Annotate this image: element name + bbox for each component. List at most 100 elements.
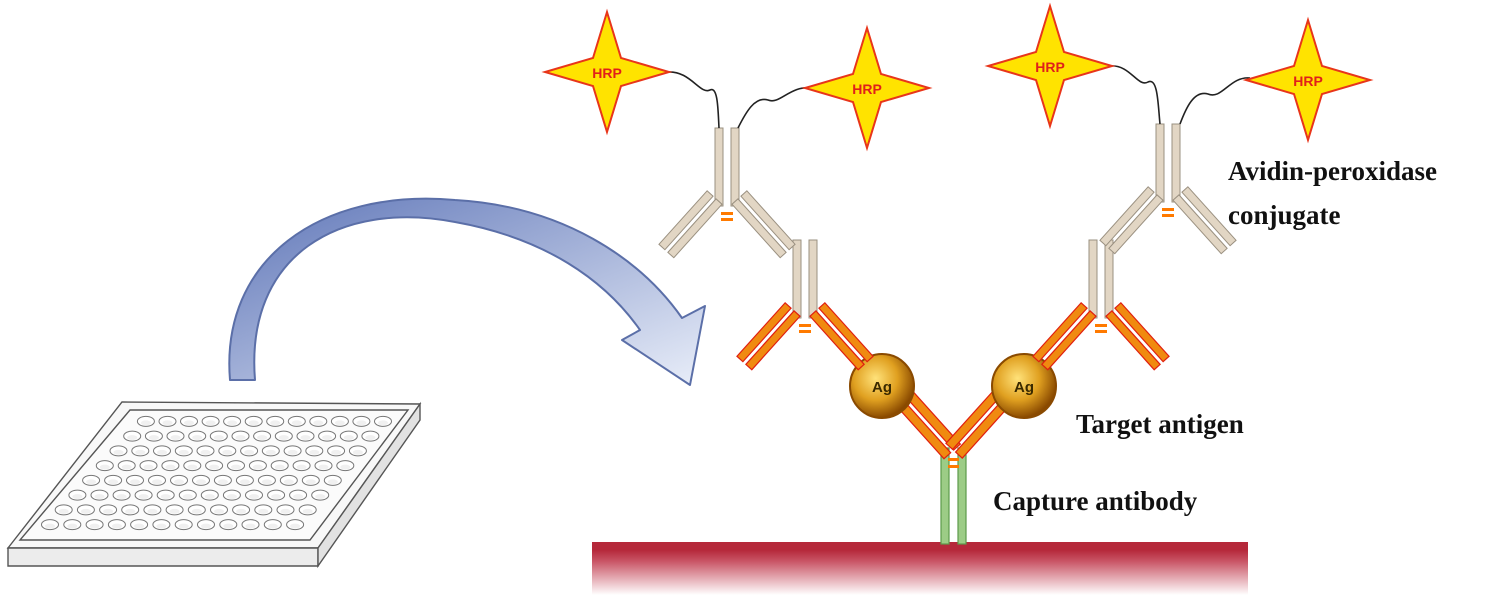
plate-well-shadow — [231, 464, 241, 470]
plate-well-shadow — [322, 435, 333, 441]
plate-well-shadow — [108, 479, 119, 485]
hrp-enzyme-2: HRP — [804, 27, 930, 149]
plate-well-shadow — [235, 435, 246, 441]
plate-well-shadow — [152, 479, 162, 485]
plate-well-shadow — [352, 449, 363, 455]
plate-well-shadow — [343, 435, 354, 441]
microplate-icon — [6, 401, 422, 569]
plate-well-shadow — [140, 420, 151, 426]
label-capture-antibody: Capture antibody — [993, 486, 1198, 516]
plate-well-shadow — [196, 479, 206, 485]
plate-well-shadow — [222, 449, 233, 455]
plate-well-shadow — [113, 449, 124, 455]
plate-well-shadow — [223, 523, 234, 529]
plate-well-shadow — [293, 494, 304, 500]
plate-well-shadow — [134, 523, 145, 529]
hrp-label: HRP — [1035, 59, 1065, 75]
plate-well-shadow — [315, 494, 326, 500]
plate-well-shadow — [192, 435, 203, 441]
plate-well-shadow — [162, 420, 173, 426]
plate-well-shadow — [45, 523, 55, 529]
label-conjugate: conjugate — [1228, 200, 1340, 230]
plate-well-shadow — [248, 420, 259, 426]
hrp-enzyme-3: HRP — [987, 5, 1113, 127]
hrp-enzyme-4: HRP — [1245, 19, 1371, 141]
plate-well-shadow — [327, 479, 338, 485]
plate-well-shadow — [116, 494, 127, 500]
detection-antibody-right — [1032, 239, 1170, 371]
plate-well-shadow — [187, 464, 198, 470]
plate-well-shadow — [252, 464, 263, 470]
hrp-label: HRP — [852, 81, 882, 97]
plate-well-shadow — [287, 449, 298, 455]
plate-well-shadow — [170, 435, 181, 441]
plate-well-shadow — [356, 420, 367, 426]
plate-well-shadow — [334, 420, 345, 426]
plate-well-shadow — [174, 479, 184, 485]
plate-well-shadow — [365, 435, 376, 441]
hrp-label: HRP — [592, 65, 622, 81]
plate-well-shadow — [127, 435, 138, 441]
label-target-antigen: Target antigen — [1076, 409, 1244, 439]
plate-well-shadow — [331, 449, 342, 455]
plate-well-shadow — [182, 494, 193, 500]
plate-well-shadow — [209, 464, 220, 470]
hrp-linkers — [666, 65, 1251, 129]
label-avidin-peroxidase: Avidin-peroxidase — [1228, 156, 1437, 186]
antigen-left: Ag — [849, 353, 915, 419]
hrp-label: HRP — [1293, 73, 1323, 89]
plate-well-shadow — [318, 464, 329, 470]
plate-well-shadow — [305, 479, 316, 485]
plate-well-shadow — [378, 420, 388, 426]
plate-well-shadow — [296, 464, 307, 470]
conjugate-antibody-left — [658, 127, 796, 259]
plate-well-shadow — [135, 449, 146, 455]
plate-well-shadow — [226, 494, 237, 500]
plate-well-shadow — [67, 523, 78, 529]
plate-well-shadow — [80, 508, 91, 514]
plate-well-shadow — [191, 508, 202, 514]
plate-well-shadow — [265, 449, 276, 455]
plate-well-shadow — [165, 464, 176, 470]
plate-well-shadow — [302, 508, 313, 514]
plate-well-shadow — [290, 523, 301, 529]
plate-well-shadow — [217, 479, 228, 485]
plate-well-shadow — [205, 420, 216, 426]
plate-well-shadow — [291, 420, 302, 426]
plate-well-shadow — [130, 479, 140, 485]
plate-well-shadow — [125, 508, 136, 514]
plate-well-shadow — [214, 508, 224, 514]
plate-well-shadow — [227, 420, 238, 426]
plate-well-shadow — [103, 508, 114, 514]
plate-well-shadow — [72, 494, 83, 500]
detection-antibody-left — [736, 239, 874, 371]
plate-well-shadow — [249, 494, 259, 500]
plate-well-shadow — [313, 420, 324, 426]
plate-well-shadow — [270, 420, 281, 426]
plate-well-shadow — [283, 479, 294, 485]
plate-well-shadow — [111, 523, 122, 529]
antigen-right: Ag — [991, 353, 1057, 419]
plate-well-shadow — [278, 435, 289, 441]
plate-well-shadow — [200, 449, 211, 455]
plate-well-shadow — [160, 494, 171, 500]
plate-well-shadow — [236, 508, 247, 514]
plate-well-shadow — [300, 435, 311, 441]
plate-well-shadow — [148, 435, 159, 441]
plate-well-shadow — [213, 435, 224, 441]
plate-well-shadow — [280, 508, 291, 514]
plate-well-shadow — [261, 479, 272, 485]
hrp-enzyme-1: HRP — [544, 11, 670, 133]
transfer-arrow-icon — [228, 197, 706, 386]
capture-antibody — [890, 384, 1016, 545]
antigen-label: Ag — [872, 379, 892, 396]
plate-well-shadow — [244, 449, 255, 455]
conjugate-antibody-right — [1099, 123, 1237, 255]
plate-well-shadow — [258, 508, 269, 514]
plate-well-shadow — [178, 449, 189, 455]
plate-well-shadow — [340, 464, 351, 470]
plate-well-shadow — [239, 479, 250, 485]
plate-well-shadow — [309, 449, 320, 455]
plate-well-shadow — [178, 523, 189, 529]
